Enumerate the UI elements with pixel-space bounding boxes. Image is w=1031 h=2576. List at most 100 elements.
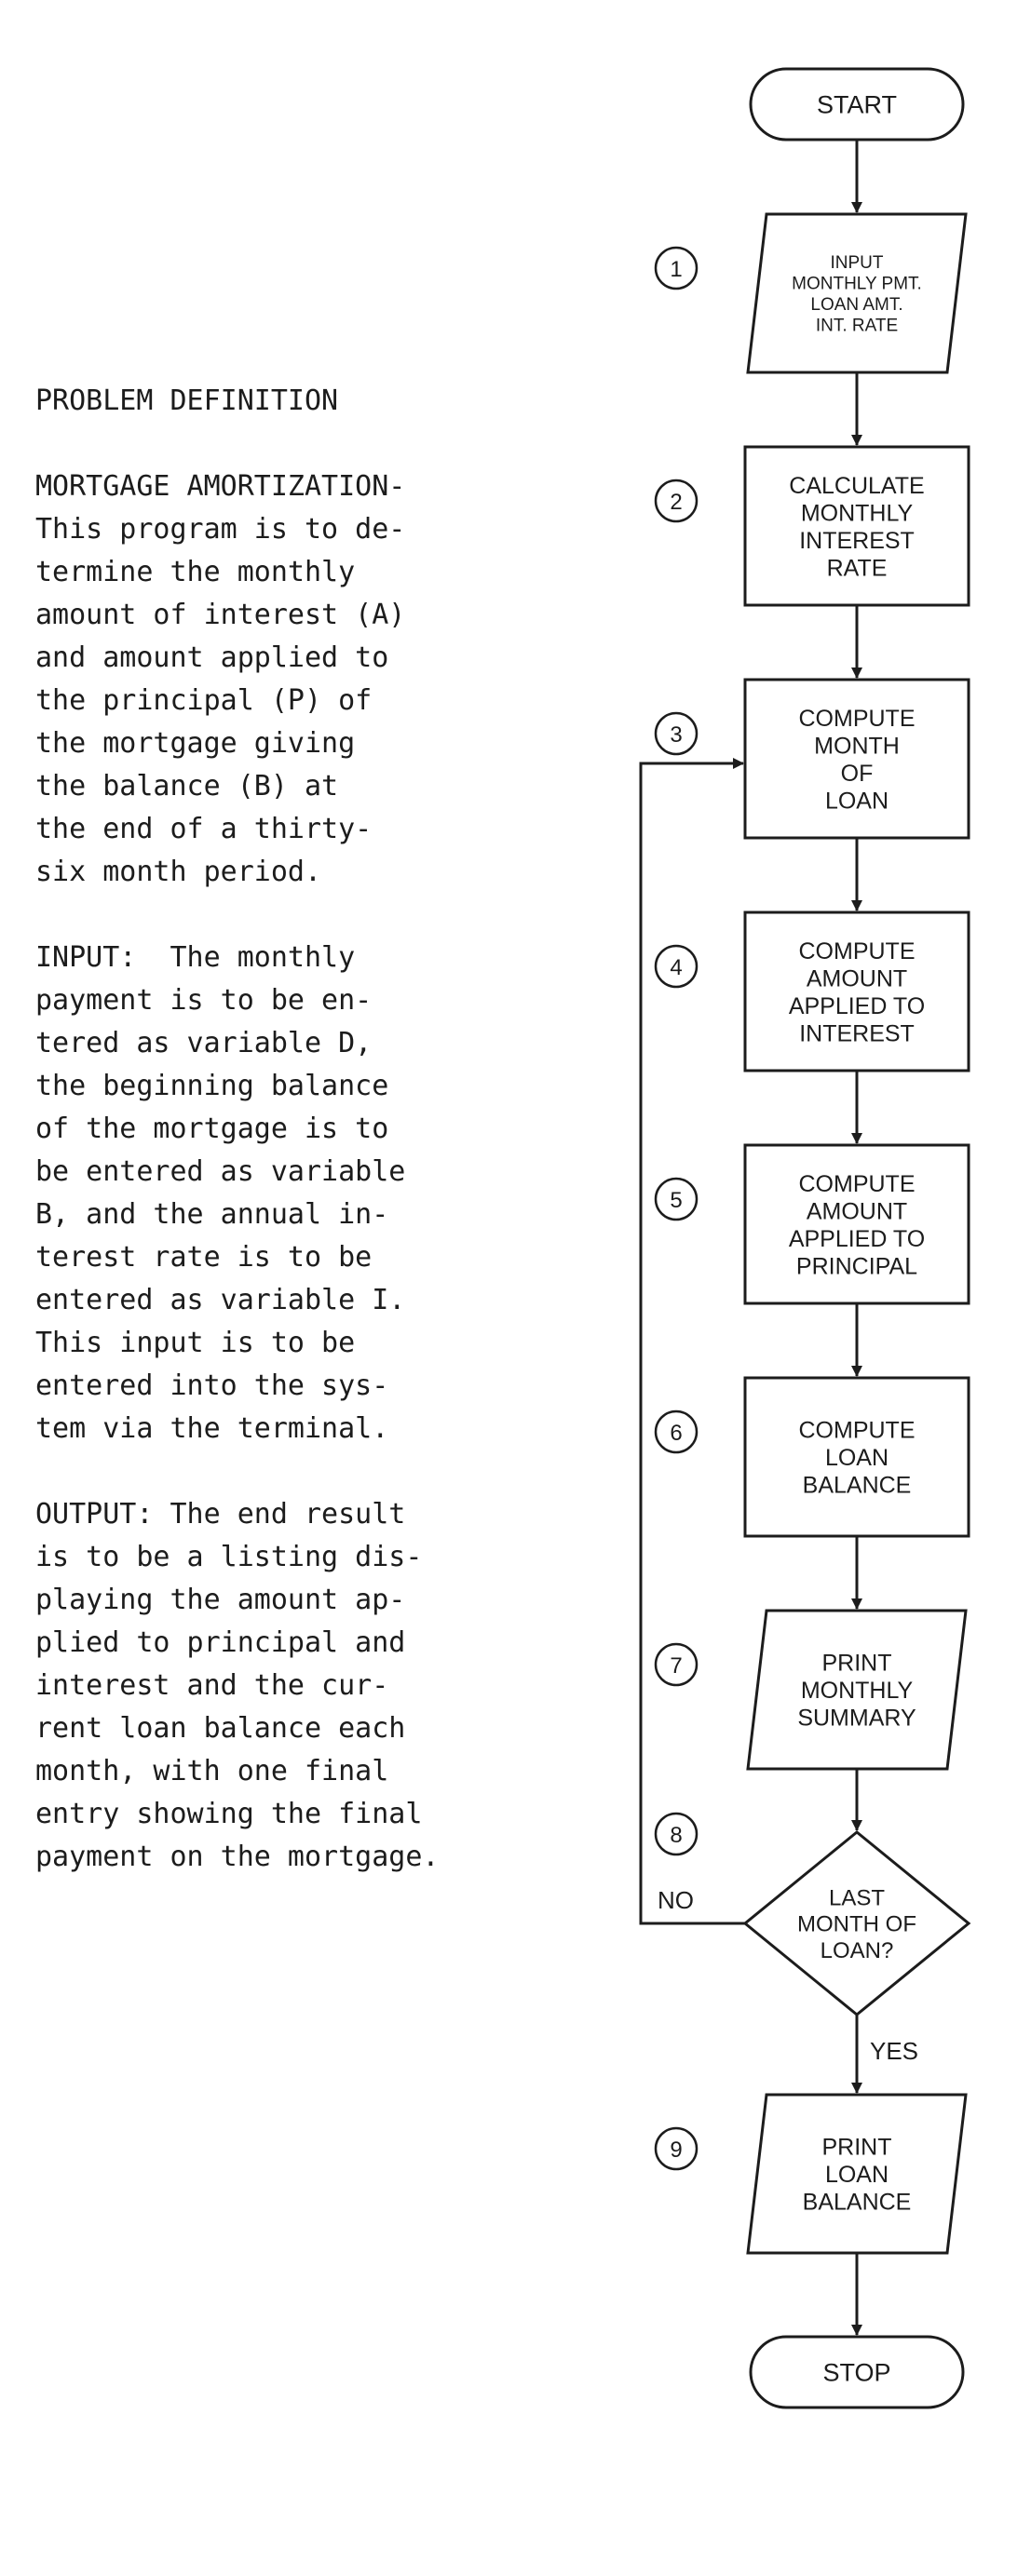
output-line: OUTPUT: The end result (35, 1498, 406, 1531)
step-6-number: 6 (670, 1421, 682, 1446)
definition-line: and amount applied to (35, 641, 389, 674)
shape-text-line: MONTHLY (801, 500, 914, 526)
heading-text: PROBLEM DEFINITION (35, 384, 339, 417)
shape-text-line: AMOUNT (807, 965, 907, 991)
output-line: payment on the mortgage. (35, 1841, 440, 1873)
step-4-process-box (743, 910, 970, 1072)
step-1-label: INPUT MONTHLY PMT.LOAN AMT. INT. RATE (792, 253, 922, 335)
step-1-number-circle (654, 246, 699, 290)
no-branch-label: NO (658, 1886, 694, 1914)
shape-text-line: INPUT (831, 253, 884, 273)
shape-text-line: INTEREST (799, 1020, 915, 1046)
output-line: interest and the cur- (35, 1669, 389, 1702)
shape-text-line: LOAN AMT. (810, 295, 902, 315)
shape-text-line: LOAN (825, 1445, 889, 1471)
step-7-output-box (746, 1609, 968, 1771)
shape-text-line: INT. RATE (816, 317, 898, 336)
step-5-number-circle (654, 1177, 699, 1221)
shape-text-line: SUMMARY (797, 1706, 916, 1732)
connectors (639, 140, 862, 2336)
definition-line: amount of interest (A) (35, 599, 406, 631)
problem-heading: PROBLEM DEFINITION (35, 380, 557, 423)
yes-branch-label: YES (870, 2037, 918, 2065)
output-line: month, with one final (35, 1755, 389, 1787)
connector-no-loop (639, 758, 745, 1925)
step-9-number: 9 (670, 2138, 682, 2163)
shape-text-line: OF (841, 761, 874, 787)
output-line: entry showing the final (35, 1798, 423, 1830)
shape-text-line: PRINT (822, 2135, 892, 2161)
input-line: be entered as variable (35, 1155, 406, 1188)
shape-text-line: LAST (829, 1885, 885, 1910)
definition-line: termine the monthly (35, 556, 356, 588)
input-line: entered into the sys- (35, 1369, 389, 1402)
step-4-number-circle (654, 944, 699, 989)
input-line: INPUT: The monthly (35, 941, 356, 974)
shape-text-line: MONTH OF (797, 1912, 916, 1937)
definition-line: the end of a thirty- (35, 813, 373, 845)
shape-text-line: LOAN (825, 2162, 889, 2188)
shape-text-line: RATE (827, 555, 888, 581)
step-7-number-circle (654, 1642, 699, 1687)
start-label: START (817, 91, 897, 119)
shape-text-line: AMOUNT (807, 1198, 907, 1224)
step-8-decision-diamond (742, 1830, 971, 2016)
start-terminal (749, 67, 965, 142)
definition-line: the mortgage giving (35, 727, 356, 760)
shape-text-line: STOP (822, 2359, 890, 2387)
definition-line: six month period. (35, 856, 322, 888)
step-6-process-box (743, 1376, 970, 1538)
shape-text-line: PRINCIPAL (796, 1253, 917, 1279)
input-line: B, and the annual in- (35, 1198, 389, 1231)
input-line: of the mortgage is to (35, 1113, 389, 1145)
problem-definition: PROBLEM DEFINITION MORTGAGE AMORTIZATION… (35, 380, 557, 1922)
shape-text-line: PRINT (822, 1651, 892, 1677)
shape-text-line: COMPUTE (799, 706, 916, 732)
input-line: This input is to be (35, 1327, 356, 1359)
shape-text-line: APPLIED TO (789, 993, 925, 1019)
shape-text-line: START (817, 91, 897, 119)
step-7-number: 7 (670, 1653, 682, 1679)
input-line: tered as variable D, (35, 1027, 373, 1059)
step-8-number: 8 (670, 1823, 682, 1848)
step-5-number: 5 (670, 1188, 682, 1213)
shape-text-line: CALCULATE (789, 473, 924, 499)
output-line: rent loan balance each (35, 1712, 406, 1745)
shape-text-line: MONTHLY (801, 1678, 914, 1704)
step-2-number-circle (654, 479, 699, 523)
step-3-number: 3 (670, 722, 682, 748)
step-numbers: 1 2 3 4 5 6 7 8 9 (654, 246, 699, 2171)
step-9-output-box (746, 2093, 968, 2255)
shape-text-line: COMPUTE (799, 1171, 916, 1197)
stop-label: STOP (822, 2359, 890, 2387)
definition-line: MORTGAGE AMORTIZATION- (35, 470, 406, 503)
step-2-number: 2 (670, 490, 682, 515)
definition-line: the principal (P) of (35, 684, 373, 717)
shape-text-line: COMPUTE (799, 938, 916, 964)
shape-text-line: INTEREST (799, 528, 915, 554)
shape-text-line: BALANCE (803, 2190, 912, 2216)
shape-text-line: MONTH (814, 733, 900, 759)
output-line: plied to principal and (35, 1626, 406, 1659)
input-line: the beginning balance (35, 1070, 389, 1102)
input-line: entered as variable I. (35, 1284, 406, 1316)
step-4-number: 4 (670, 955, 682, 980)
shape-text-line: LOAN (825, 788, 889, 814)
definition-line: This program is to de- (35, 513, 406, 546)
input-line: terest rate is to be (35, 1241, 373, 1274)
shape-text-line: LOAN? (821, 1938, 894, 1963)
definition-line: the balance (B) at (35, 770, 339, 802)
shape-text-line: MONTHLY PMT. (792, 275, 922, 294)
input-line: tem via the terminal. (35, 1412, 389, 1445)
shape-text-line: COMPUTE (799, 1418, 916, 1444)
